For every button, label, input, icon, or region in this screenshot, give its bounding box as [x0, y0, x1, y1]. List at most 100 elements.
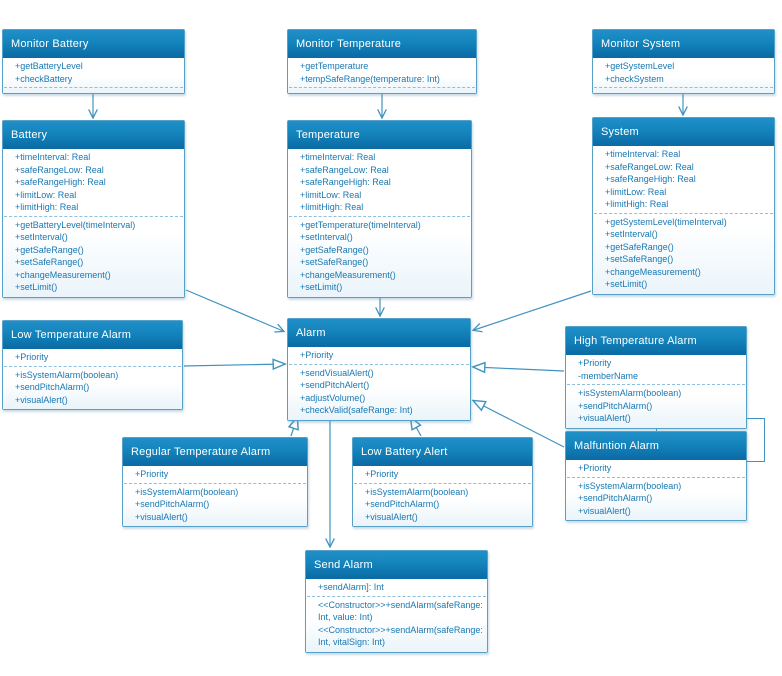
class-body: +Priority-memberName+isSystemAlarm(boole… [566, 355, 746, 428]
class-body: +getTemperature +tempSafeRange(temperatur… [288, 58, 476, 93]
class-method: +setInterval() [605, 229, 658, 239]
connector-low-battery-alert-to-alarm[interactable] [411, 418, 421, 437]
class-box-monitor-battery[interactable]: Monitor Battery+getBatteryLevel+checkBat… [2, 29, 185, 94]
class-body: +Priority +isSystemAlarm(boolean) +sendPit… [123, 466, 307, 526]
class-title-regular-temperature-alarm: Regular Temperature Alarm [123, 438, 307, 466]
class-box-alarm[interactable]: Alarm+Priority+sendVisualAlert()+sendPit… [287, 318, 471, 421]
class-method: +checkValid(safeRange: Int) [300, 405, 413, 415]
connector-low-temperature-alarm-to-alarm[interactable] [183, 364, 284, 366]
class-attribute: +Priority [135, 469, 169, 479]
section-divider [289, 215, 470, 217]
class-box-send-alarm[interactable]: Send Alarm +sendAlarm]: Int <<Constructor>… [305, 550, 488, 653]
class-attribute: +limitLow: Real [15, 189, 77, 200]
class-title-low-temperature-alarm: Low Temperature Alarm [3, 321, 182, 349]
class-attribute: +limitHigh: Real [605, 199, 669, 209]
class-attribute: +safeRangeHigh: Real [605, 174, 696, 184]
class-box-high-temperature-alarm[interactable]: High Temperature Alarm+Priority-memberNa… [565, 326, 747, 429]
class-method: +setInterval() [300, 232, 353, 242]
class-method: +isSystemAlarm(boolean) [578, 480, 682, 491]
class-attribute: +timeInterval: Real [300, 152, 376, 162]
class-box-temperature[interactable]: Temperature+timeInterval: Real+safeRange… [287, 120, 472, 298]
class-box-system[interactable]: System+timeInterval: Real+safeRangeLow: … [592, 117, 775, 295]
class-method: <<Constructor>>+sendAlarm(safeRange: Int… [318, 599, 483, 623]
class-body: +timeInterval: Real+safeRangeLow: Real+s… [593, 146, 774, 294]
section-divider [567, 384, 745, 385]
class-title-malfuntion-alarm: Malfuntion Alarm [566, 432, 746, 460]
class-method: <<Constructor>>+sendAlarm(safeRange: Int… [318, 624, 483, 648]
class-attribute: +limitHigh: Real [300, 202, 364, 212]
class-method: +setSafeRange() [605, 254, 674, 264]
section-divider [4, 87, 183, 88]
class-method: +getSafeRange() [15, 244, 84, 255]
class-method: +visualAlert() [135, 511, 188, 522]
class-method: +setLimit() [15, 282, 58, 292]
class-attribute: +safeRangeHigh: Real [15, 177, 106, 187]
class-body: +timeInterval: Real+safeRangeLow: Real+s… [288, 149, 471, 297]
class-method: +visualAlert() [365, 511, 418, 522]
class-title-send-alarm: Send Alarm [306, 551, 487, 579]
class-attribute: +safeRangeHigh: Real [300, 177, 391, 187]
class-body: +getBatteryLevel+checkBattery [3, 58, 184, 93]
section-divider [354, 482, 531, 484]
class-attribute: +limitLow: Real [300, 189, 362, 200]
class-method: +isSystemAlarm(boolean) [15, 369, 119, 380]
connector-system-to-alarm[interactable] [474, 290, 592, 330]
class-title-battery: Battery [3, 121, 184, 149]
section-divider [567, 476, 745, 478]
class-attribute: +Priority [15, 352, 49, 362]
class-method: +setSafeRange() [15, 257, 84, 267]
class-title-low-battery-alert: Low Battery Alert [353, 438, 532, 466]
class-box-monitor-temperature[interactable]: Monitor Temperature+getTemperature+tempS… [287, 29, 477, 94]
class-method: +getSafeRange() [300, 244, 369, 255]
class-method: +sendPitchAlarm() [578, 400, 653, 411]
connector-regular-temperature-alarm-to-alarm[interactable] [291, 418, 297, 437]
class-method: +isSystemAlarm(boolean) [578, 388, 682, 398]
class-method: +setLimit() [300, 282, 343, 292]
class-attribute: +tempSafeRange(temperature: Int) [300, 73, 440, 84]
class-method: +adjustVolume() [300, 392, 366, 403]
class-method: +getBatteryLevel(timeInterval) [15, 219, 136, 230]
class-attribute: +getTemperature [300, 61, 369, 71]
section-divider [307, 595, 486, 597]
section-divider [594, 87, 773, 88]
section-divider [4, 215, 183, 217]
class-box-monitor-system[interactable]: Monitor System+getSystemLevel+checkSyste… [592, 29, 775, 94]
class-method: +sendPitchAlert() [300, 380, 370, 390]
class-attribute: +getSystemLevel [605, 61, 675, 71]
class-box-low-temperature-alarm[interactable]: Low Temperature Alarm +Priority +isSystemA… [2, 320, 183, 410]
class-title-high-temperature-alarm: High Temperature Alarm [566, 327, 746, 355]
class-title-monitor-battery: Monitor Battery [3, 30, 184, 58]
class-method: +changeMeasurement() [300, 269, 396, 280]
class-attribute: +sendAlarm]: Int [318, 582, 384, 592]
class-method: +sendPitchAlarm() [135, 499, 210, 509]
class-body: +getSystemLevel+checkSystem [593, 58, 774, 93]
class-attribute: +limitHigh: Real [15, 202, 79, 212]
section-divider [289, 363, 469, 365]
class-method: +sendPitchAlarm() [365, 499, 440, 509]
class-method: +isSystemAlarm(boolean) [365, 486, 469, 497]
section-divider [594, 212, 773, 214]
class-box-regular-temperature-alarm[interactable]: Regular Temperature Alarm +Priority +isSys… [122, 437, 308, 527]
class-attribute: -memberName [578, 370, 639, 381]
class-body: +Priority+sendVisualAlert()+sendPitchAle… [288, 347, 470, 420]
class-method: +isSystemAlarm(boolean) [135, 486, 239, 497]
class-method: +sendVisualAlert() [300, 367, 374, 378]
class-box-low-battery-alert[interactable]: Low Battery Alert +Priority +isSystemAlarm… [352, 437, 533, 527]
class-body: +timeInterval: Real+safeRangeLow: Real+s… [3, 149, 184, 297]
connector-battery-to-alarm[interactable] [185, 289, 283, 331]
class-title-system: System [593, 118, 774, 146]
class-method: +getSystemLevel(timeInterval) [605, 216, 727, 227]
section-divider [124, 482, 306, 484]
class-method: +getSafeRange() [605, 241, 674, 252]
class-box-battery[interactable]: Battery+timeInterval: Real+safeRangeLow:… [2, 120, 185, 298]
class-attribute: +Priority [365, 469, 399, 479]
class-method: +setSafeRange() [300, 257, 369, 267]
class-method: +setInterval() [15, 232, 68, 242]
class-attribute: +limitLow: Real [605, 186, 667, 197]
connector-high-temperature-alarm-to-alarm[interactable] [474, 367, 565, 371]
class-box-malfuntion-alarm[interactable]: Malfuntion Alarm+Priority+isSystemAlarm(… [565, 431, 747, 521]
class-body: +Priority+isSystemAlarm(boolean)+sendPit… [566, 460, 746, 520]
connector-malfuntion-alarm-to-alarm[interactable] [474, 401, 565, 448]
class-method: +sendPitchAlarm() [15, 382, 90, 392]
class-title-temperature: Temperature [288, 121, 471, 149]
